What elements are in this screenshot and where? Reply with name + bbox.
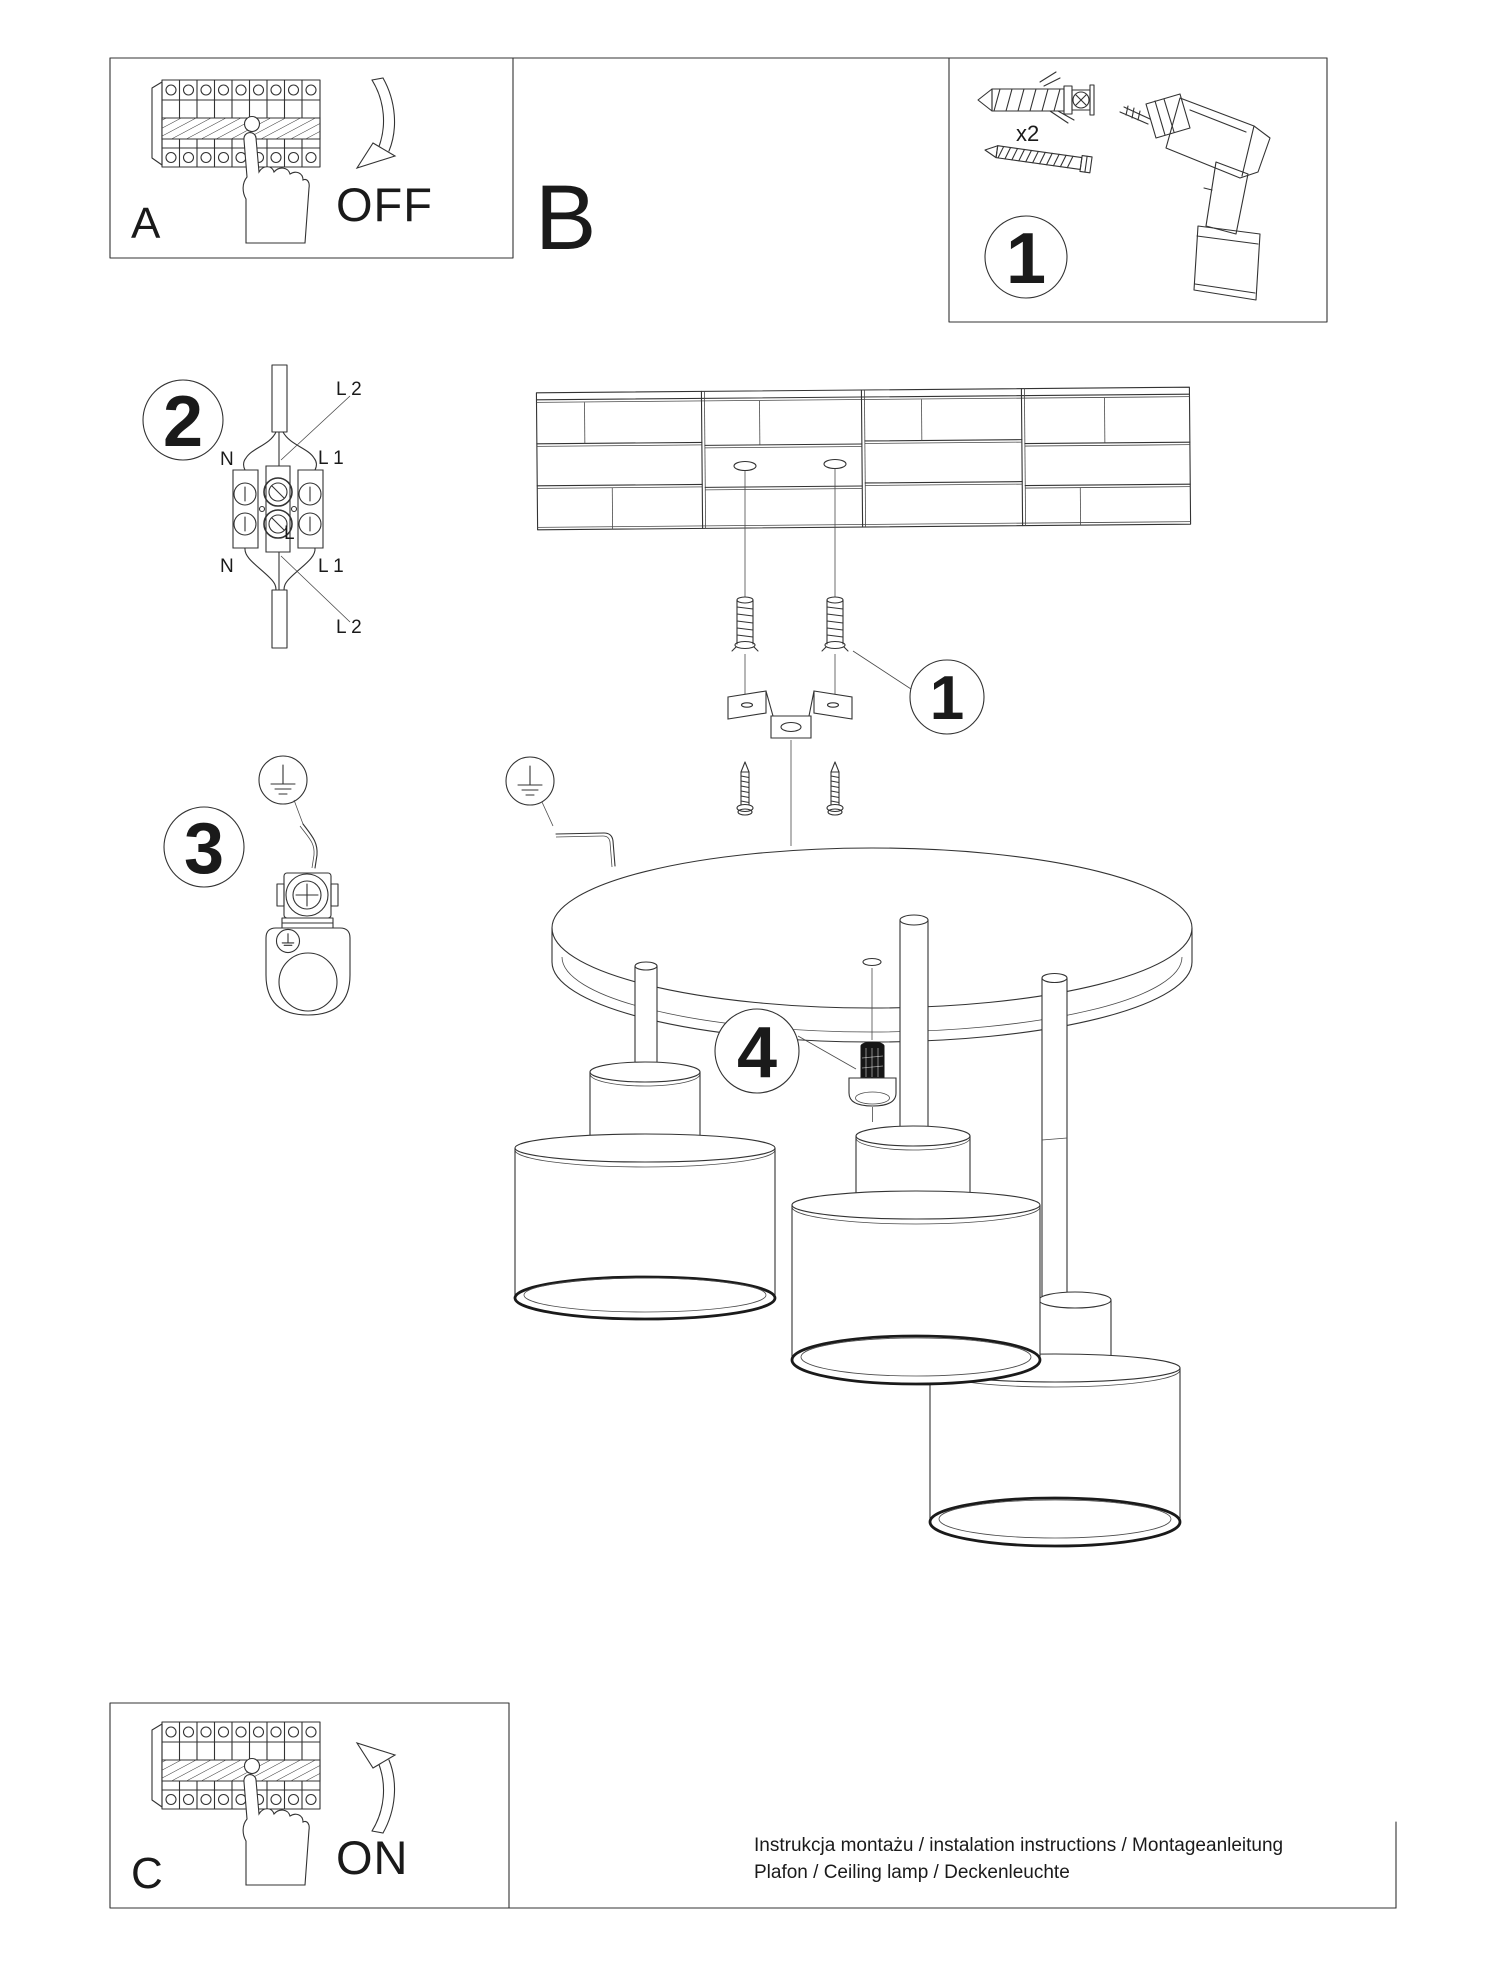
- footer-line1: Instrukcja montażu / instalation instruc…: [754, 1835, 1283, 1856]
- callout-circle-anchors: [910, 660, 984, 734]
- step-c-label: C: [131, 1849, 163, 1898]
- earth-symbol-canopy-icon: [505, 756, 555, 806]
- callout-locknut-label: 4: [737, 1013, 777, 1093]
- canopy-center-hole: [863, 959, 881, 966]
- off-label: OFF: [336, 178, 433, 231]
- dowel-qty-label: x2: [1016, 121, 1039, 146]
- ceiling-planks: [536, 387, 1190, 530]
- wall-plug-icon: [978, 72, 1094, 123]
- terminal-strip-right: [298, 470, 323, 548]
- step-c-box: [110, 1703, 509, 1908]
- terminal-n-bottom: N: [220, 556, 234, 577]
- terminal-l1-bottom: L 1: [318, 556, 344, 577]
- wiring-diagram: [143, 365, 350, 648]
- step-c-breaker-on: [151, 1721, 395, 1886]
- terminal-l2-top: L 2: [336, 379, 362, 400]
- step-a-label: A: [131, 199, 161, 248]
- callout-kit-label: 1: [1006, 219, 1046, 299]
- callout-circle-ground: [164, 807, 244, 887]
- lamp-holder-body: [266, 928, 350, 1015]
- terminal-l2-bottom: L 2: [336, 617, 362, 638]
- step-a-breaker-off: [151, 78, 395, 244]
- terminal-strip-left: [233, 470, 258, 548]
- drill-icon: [1120, 94, 1270, 300]
- cable-bottom: [272, 590, 287, 648]
- terminal-l1-top: L 1: [318, 448, 344, 469]
- callout-circle-locknut: [715, 1009, 799, 1093]
- callout-circle-wiring: [143, 380, 223, 460]
- step-a-box: [110, 58, 513, 258]
- earth-symbol-icon: [258, 755, 308, 805]
- callout-ground-label: 3: [184, 809, 224, 889]
- footer-line2: Plafon / Ceiling lamp / Deckenleuchte: [754, 1862, 1070, 1883]
- leader-locknut: [798, 1036, 856, 1069]
- step-b-label: B: [535, 167, 596, 269]
- footer-rule: [509, 1822, 1396, 1908]
- kit-box: [949, 58, 1327, 322]
- callout-anchors-label: 1: [930, 664, 964, 733]
- ground-diagram: [164, 755, 350, 1015]
- wall-plug-left: [731, 596, 759, 652]
- stem-pipes: [635, 915, 1067, 1296]
- on-arrow: [357, 1743, 395, 1833]
- terminal-n-top: N: [220, 449, 234, 470]
- ceiling-hole-right: [824, 460, 846, 469]
- pipe-left: [635, 962, 657, 1069]
- callout-circle-kit: [985, 216, 1067, 298]
- mounting-screw-right: [826, 761, 844, 816]
- pipe-right: [1042, 974, 1067, 1297]
- locknut-part: [849, 959, 896, 1123]
- off-arrow: [357, 78, 395, 168]
- on-label: ON: [336, 1831, 409, 1884]
- kit-screw-icon: [984, 142, 1092, 173]
- leader-anchors: [853, 651, 911, 689]
- cable-top: [272, 365, 287, 432]
- terminal-l-center: L: [284, 523, 295, 544]
- leader-l2-top: [281, 396, 350, 460]
- anchor-holes-and-dowels: [731, 460, 849, 701]
- wall-plug-right: [821, 596, 849, 652]
- mounting-bracket: [728, 691, 852, 738]
- lamp-center: [792, 1126, 1040, 1384]
- mounting-screw-left: [736, 761, 754, 816]
- ceiling-hole-left: [734, 462, 756, 471]
- callout-wiring-label: 2: [163, 382, 203, 462]
- lamp-left: [515, 1062, 775, 1319]
- ground-wire-canopy: [505, 756, 615, 867]
- frame-lines: [110, 58, 1327, 322]
- pipe-center: [900, 915, 928, 1128]
- leader-l2-bottom: [281, 556, 350, 622]
- lamp-right: [930, 1292, 1180, 1546]
